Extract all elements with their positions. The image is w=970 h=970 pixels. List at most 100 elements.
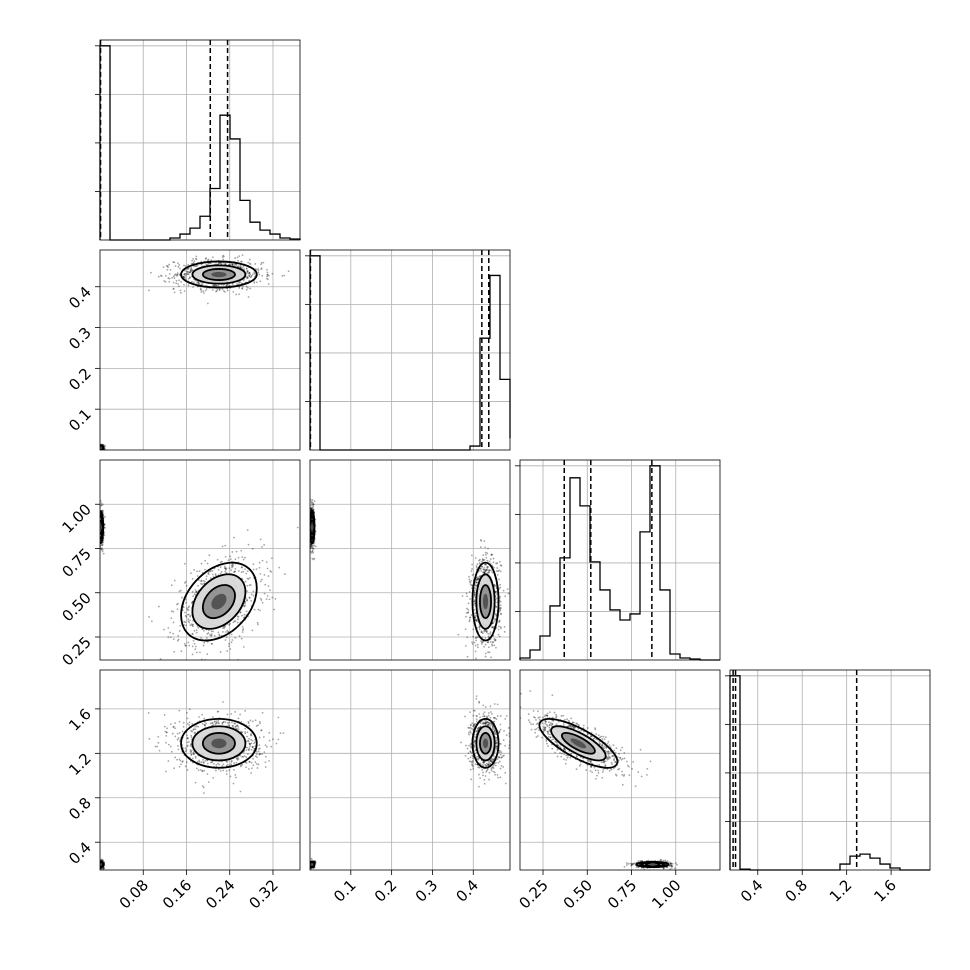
sample-point bbox=[507, 592, 510, 595]
sample-point bbox=[238, 635, 241, 637]
sample-point bbox=[210, 630, 213, 633]
sample-point bbox=[98, 522, 100, 524]
sample-point bbox=[249, 576, 251, 579]
sample-point bbox=[486, 572, 489, 575]
sample-point bbox=[475, 660, 477, 662]
sample-point bbox=[100, 544, 103, 546]
sample-point bbox=[211, 289, 214, 291]
sample-point bbox=[170, 610, 173, 613]
sample-point bbox=[483, 571, 486, 574]
sample-point bbox=[250, 274, 253, 277]
sample-point bbox=[493, 585, 496, 588]
sample-point bbox=[209, 262, 211, 265]
sample-point bbox=[473, 589, 476, 592]
sample-point bbox=[490, 554, 493, 556]
sample-point bbox=[263, 592, 266, 595]
sample-point bbox=[245, 268, 248, 270]
sample-point bbox=[98, 449, 100, 451]
sample-point bbox=[177, 283, 180, 285]
histogram-step bbox=[519, 465, 720, 661]
sample-point bbox=[310, 507, 313, 510]
sample-point bbox=[173, 650, 176, 653]
sample-point bbox=[494, 618, 497, 620]
sample-point bbox=[248, 272, 251, 274]
sample-point bbox=[484, 570, 487, 573]
sample-point bbox=[265, 598, 268, 601]
sample-point bbox=[215, 722, 218, 725]
sample-point bbox=[98, 512, 100, 514]
sample-point bbox=[98, 446, 100, 448]
sample-point bbox=[98, 447, 100, 449]
sample-point bbox=[471, 563, 473, 566]
sample-point bbox=[184, 580, 187, 583]
sample-point bbox=[313, 500, 316, 503]
sample-point bbox=[247, 296, 250, 298]
sample-point bbox=[496, 593, 498, 595]
sample-point bbox=[499, 583, 501, 586]
sample-point bbox=[98, 863, 100, 865]
sample-point bbox=[97, 533, 99, 535]
sample-point bbox=[97, 864, 99, 866]
sample-point bbox=[218, 262, 220, 265]
sample-point bbox=[310, 501, 313, 504]
sample-point bbox=[98, 528, 100, 530]
panel-frame bbox=[99, 459, 301, 661]
sample-point bbox=[475, 619, 478, 622]
sample-point bbox=[184, 601, 187, 604]
sample-point bbox=[259, 580, 262, 583]
sample-point bbox=[230, 641, 233, 644]
sample-point bbox=[98, 446, 100, 448]
sample-point bbox=[97, 445, 99, 447]
sample-point bbox=[189, 619, 191, 622]
sample-point bbox=[98, 448, 100, 450]
sample-point bbox=[98, 448, 100, 450]
sample-point bbox=[98, 864, 100, 866]
sample-point bbox=[98, 447, 100, 449]
sample-point bbox=[482, 559, 485, 561]
sample-point bbox=[249, 276, 252, 279]
sample-point bbox=[488, 569, 491, 571]
sample-point bbox=[310, 506, 313, 509]
sample-point bbox=[211, 573, 214, 576]
sample-point bbox=[484, 643, 487, 646]
sample-point bbox=[98, 519, 100, 521]
sample-point bbox=[464, 628, 467, 631]
sample-point bbox=[193, 593, 196, 596]
sample-point bbox=[100, 548, 103, 550]
sample-point bbox=[97, 534, 99, 536]
sample-point bbox=[163, 714, 166, 716]
sample-point bbox=[241, 625, 244, 628]
sample-point bbox=[98, 865, 100, 867]
sample-point bbox=[102, 868, 104, 870]
density-level bbox=[211, 271, 227, 278]
sample-point bbox=[223, 626, 226, 628]
sample-point bbox=[255, 268, 258, 271]
sample-point bbox=[204, 568, 206, 571]
sample-point bbox=[97, 867, 99, 869]
sample-point bbox=[229, 648, 232, 650]
sample-point bbox=[216, 288, 219, 291]
sample-point bbox=[97, 866, 99, 868]
sample-point bbox=[152, 660, 154, 662]
sample-point bbox=[467, 608, 470, 611]
sample-point bbox=[196, 570, 198, 573]
sample-point bbox=[98, 535, 100, 537]
sample-point bbox=[193, 569, 196, 571]
sample-point bbox=[97, 533, 99, 535]
sample-point bbox=[470, 614, 473, 617]
sample-point bbox=[199, 636, 202, 639]
sample-point bbox=[479, 568, 482, 570]
sample-point bbox=[479, 546, 482, 549]
sample-point bbox=[490, 643, 493, 646]
sample-point bbox=[495, 597, 498, 600]
sample-point bbox=[251, 273, 254, 276]
contour-line bbox=[479, 584, 492, 620]
sample-point bbox=[499, 604, 502, 607]
sample-point bbox=[468, 580, 471, 583]
sample-point bbox=[175, 279, 178, 282]
sample-point bbox=[98, 447, 100, 449]
sample-point bbox=[498, 635, 501, 638]
sample-point bbox=[474, 599, 476, 601]
sample-point bbox=[199, 651, 201, 654]
sample-point bbox=[192, 639, 195, 642]
